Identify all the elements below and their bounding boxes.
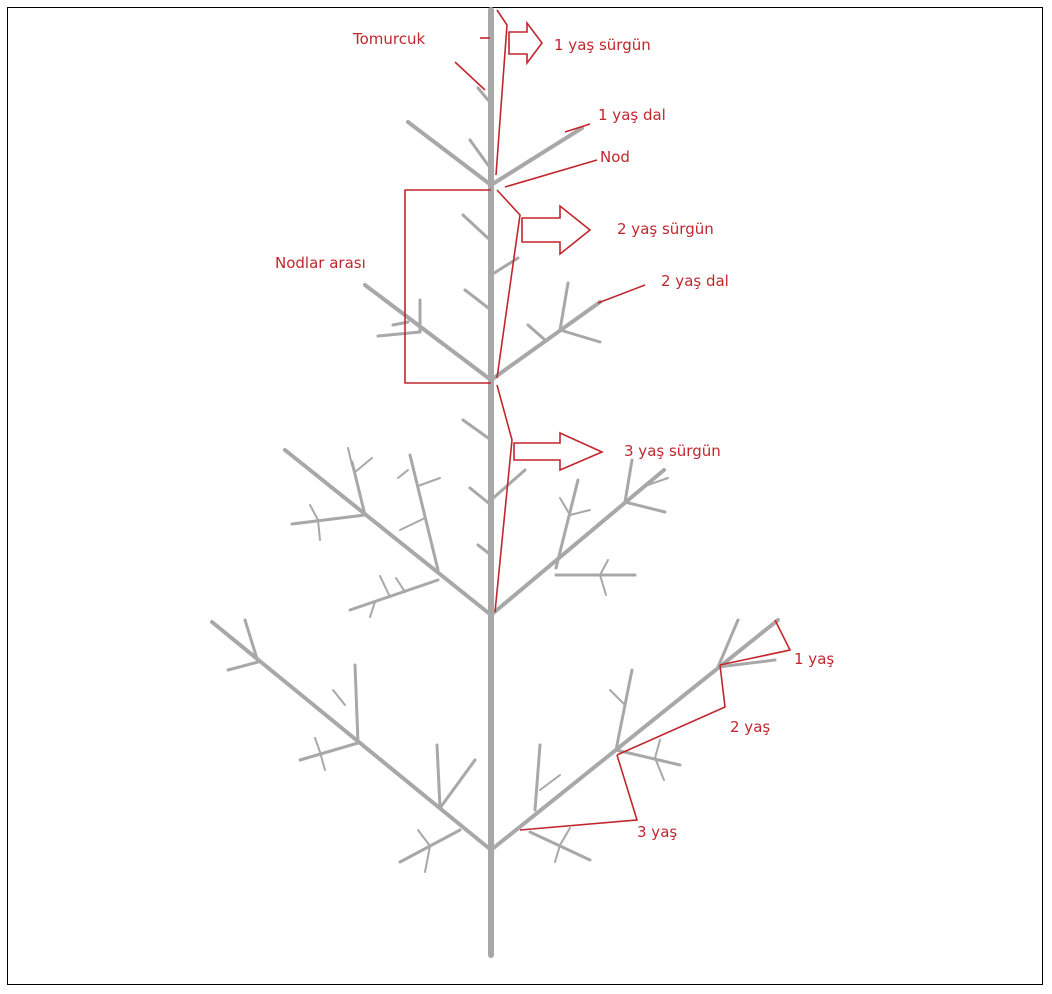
label-nodlar-arasi: Nodlar arası [275, 254, 366, 272]
tier-4-branches [212, 620, 778, 872]
label-branch-1: 1 yaş dal [598, 106, 666, 124]
nodlar-arasi-bracket [405, 190, 491, 383]
tomurcuk-pointer-2 [455, 62, 485, 90]
label-shoot-3: 3 yaş sürgün [624, 442, 721, 460]
branch-2-pointer [598, 285, 645, 303]
shoot-3-arrow [514, 433, 602, 470]
age-2-bracket [617, 665, 725, 755]
label-shoot-1: 1 yaş sürgün [554, 36, 651, 54]
tier-1-branches [408, 88, 582, 185]
tier-2-branches [365, 215, 600, 380]
label-shoot-2: 2 yaş sürgün [617, 220, 714, 238]
labels: Tomurcuk 1 yaş sürgün 1 yaş dal Nod Nodl… [275, 30, 834, 841]
shoot-1-bracket [496, 10, 507, 175]
label-age-3: 3 yaş [637, 823, 677, 841]
shoot-2-arrow [522, 206, 590, 254]
shoot-1-arrow [509, 23, 542, 63]
label-age-2: 2 yaş [730, 718, 770, 736]
label-tomurcuk: Tomurcuk [352, 30, 426, 48]
label-nod: Nod [600, 148, 630, 166]
shoot-2-bracket [497, 190, 520, 378]
tier-3-branches [285, 420, 668, 617]
shoot-3-bracket [495, 385, 512, 612]
label-age-1: 1 yaş [794, 650, 834, 668]
nod-pointer [505, 160, 597, 187]
tree [212, 10, 778, 955]
label-branch-2: 2 yaş dal [661, 272, 729, 290]
